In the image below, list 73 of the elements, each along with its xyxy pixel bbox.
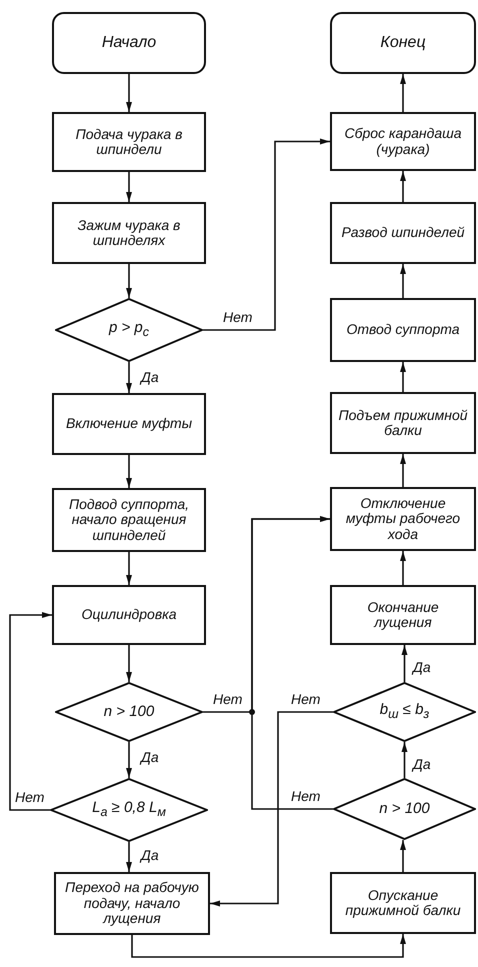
node-text: Оцилиндровка	[81, 607, 177, 623]
arrow	[9, 612, 52, 811]
edge-label: Нет	[212, 692, 244, 706]
node-text: Зажим чурака в шпинделях	[76, 218, 182, 248]
arrow	[126, 264, 132, 298]
edge-label: Да	[140, 370, 160, 384]
process-box	[330, 872, 476, 934]
arrow	[126, 645, 132, 682]
terminal-box	[52, 12, 206, 74]
node-text: Окончание лущения	[366, 600, 440, 630]
arrow	[402, 742, 408, 778]
arrow	[126, 362, 132, 393]
node-text: Подача чурака в шпиндели	[74, 126, 184, 158]
terminal-box	[330, 12, 476, 74]
node-text: Подвод суппорта, начало вращения шпинделей	[68, 496, 190, 544]
node-text: n > 100	[104, 704, 154, 720]
node-text: Начало	[102, 34, 156, 52]
arrow	[126, 552, 132, 585]
arrow	[400, 362, 406, 392]
edge-label: Нет	[222, 310, 254, 324]
node-text: p > p$_{c}$	[108, 320, 150, 340]
edge-label: Нет	[14, 790, 46, 804]
process-box	[52, 488, 206, 552]
process-box	[330, 487, 476, 551]
node-text: Конец	[380, 34, 426, 52]
arrow	[126, 455, 132, 488]
process-box	[52, 585, 206, 645]
arrow	[126, 74, 132, 112]
edge-label: Да	[140, 750, 160, 764]
process-box	[330, 112, 476, 171]
node-text: Развод шпинделей	[341, 225, 465, 241]
decision-diamond	[333, 682, 476, 742]
arrow	[400, 74, 406, 112]
process-box	[52, 393, 206, 455]
edge-label: Нет	[290, 789, 322, 803]
arrow	[400, 840, 406, 872]
node-text: Сброс карандаша (чурака)	[343, 126, 463, 157]
edge-label: Да	[412, 660, 432, 674]
process-box	[330, 298, 476, 362]
node-text: Опускание прижимной балки	[344, 888, 462, 918]
decision-diamond	[55, 298, 203, 362]
node-text: Включение муфты	[66, 416, 192, 432]
edge-label: Нет	[290, 692, 322, 706]
process-box	[54, 872, 210, 935]
decision-diamond	[333, 778, 476, 840]
node-text: Подъем прижимной балки	[337, 408, 469, 438]
arrow	[126, 172, 132, 202]
node-text: b$_{ш}$ ≤ b$_{з}$	[380, 702, 430, 722]
arrow	[251, 516, 333, 810]
process-box	[52, 112, 206, 172]
arrow	[400, 551, 406, 585]
arrow	[210, 711, 333, 906]
arrow	[400, 454, 406, 487]
process-box	[330, 392, 476, 454]
decision-diamond	[55, 682, 203, 742]
node-text: Отвод суппорта	[346, 322, 460, 338]
arrow	[126, 742, 132, 778]
node-text: L$_{a}$ ≥ 0,8 L$_{м}$	[92, 800, 166, 820]
node-text: Отключение муфты рабочего хода	[344, 496, 462, 542]
arrow	[400, 171, 406, 202]
process-box	[52, 202, 206, 264]
node-text: n > 100	[379, 800, 430, 818]
node-text: Переход на рабочую подачу, начало лущения	[64, 880, 200, 927]
edge-label: Да	[140, 848, 160, 862]
arrow	[400, 264, 406, 298]
arrow	[126, 842, 132, 872]
decision-diamond	[50, 778, 208, 842]
process-box	[330, 585, 476, 645]
arrow	[131, 934, 406, 958]
arrow	[402, 645, 408, 682]
arrow	[203, 138, 330, 331]
edge-label: Да	[412, 757, 432, 771]
process-box	[330, 202, 476, 264]
